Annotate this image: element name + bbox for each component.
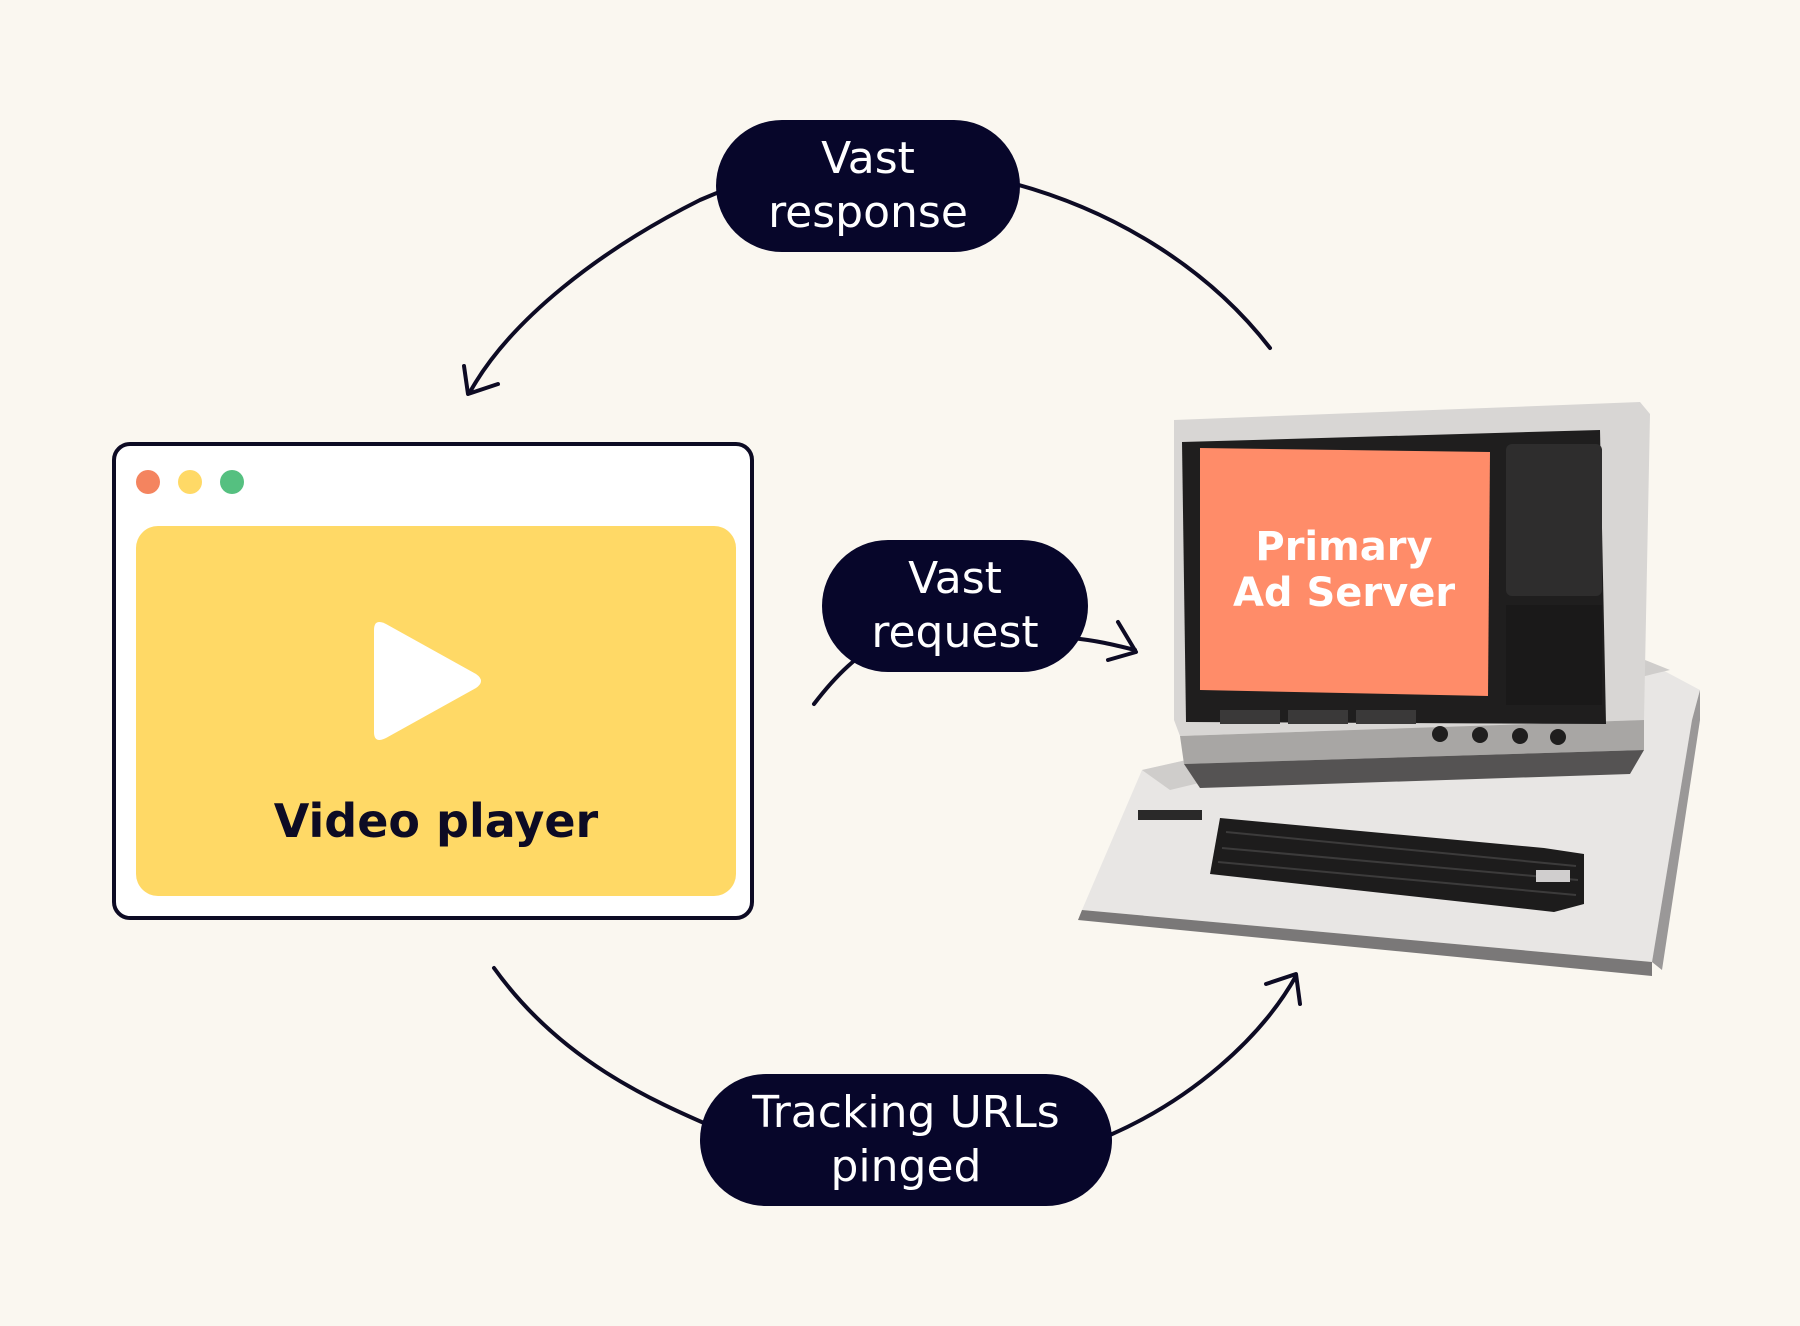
- ad-server-label: Primary Ad Server: [1200, 524, 1488, 616]
- window-dot-red: [136, 470, 160, 494]
- pill-vast-request: Vast request: [822, 540, 1088, 672]
- arrow-tracking: [492, 966, 1298, 1137]
- pill-tracking-line2: pinged: [830, 1141, 982, 1192]
- arrow-vast-response-head: [462, 364, 500, 396]
- monitor-screen: [1200, 448, 1490, 696]
- window-dot-green: [220, 470, 244, 494]
- video-player-label: Video player: [273, 794, 599, 848]
- pill-vast-request-line1: Vast: [908, 553, 1002, 604]
- window-dot-yellow: [178, 470, 202, 494]
- pill-vast-response-line2: response: [768, 187, 968, 238]
- keyboard: [1210, 818, 1584, 912]
- arrow-vast-request-head: [1106, 620, 1138, 662]
- pill-vast-response-line1: Vast: [821, 133, 915, 184]
- pill-tracking: Tracking URLs pinged: [700, 1074, 1112, 1206]
- video-player-window: Video player: [112, 442, 754, 920]
- pill-tracking-line1: Tracking URLs: [752, 1087, 1060, 1138]
- video-area: Video player: [136, 526, 736, 896]
- ad-server-computer: [1078, 402, 1700, 976]
- play-icon: [374, 622, 481, 740]
- ad-server-label-line2: Ad Server: [1232, 570, 1456, 616]
- arrow-tracking-head: [1264, 972, 1302, 1006]
- ad-server-label-line1: Primary: [1255, 524, 1433, 570]
- pill-vast-response: Vast response: [716, 120, 1020, 252]
- pill-vast-request-line2: request: [871, 607, 1039, 658]
